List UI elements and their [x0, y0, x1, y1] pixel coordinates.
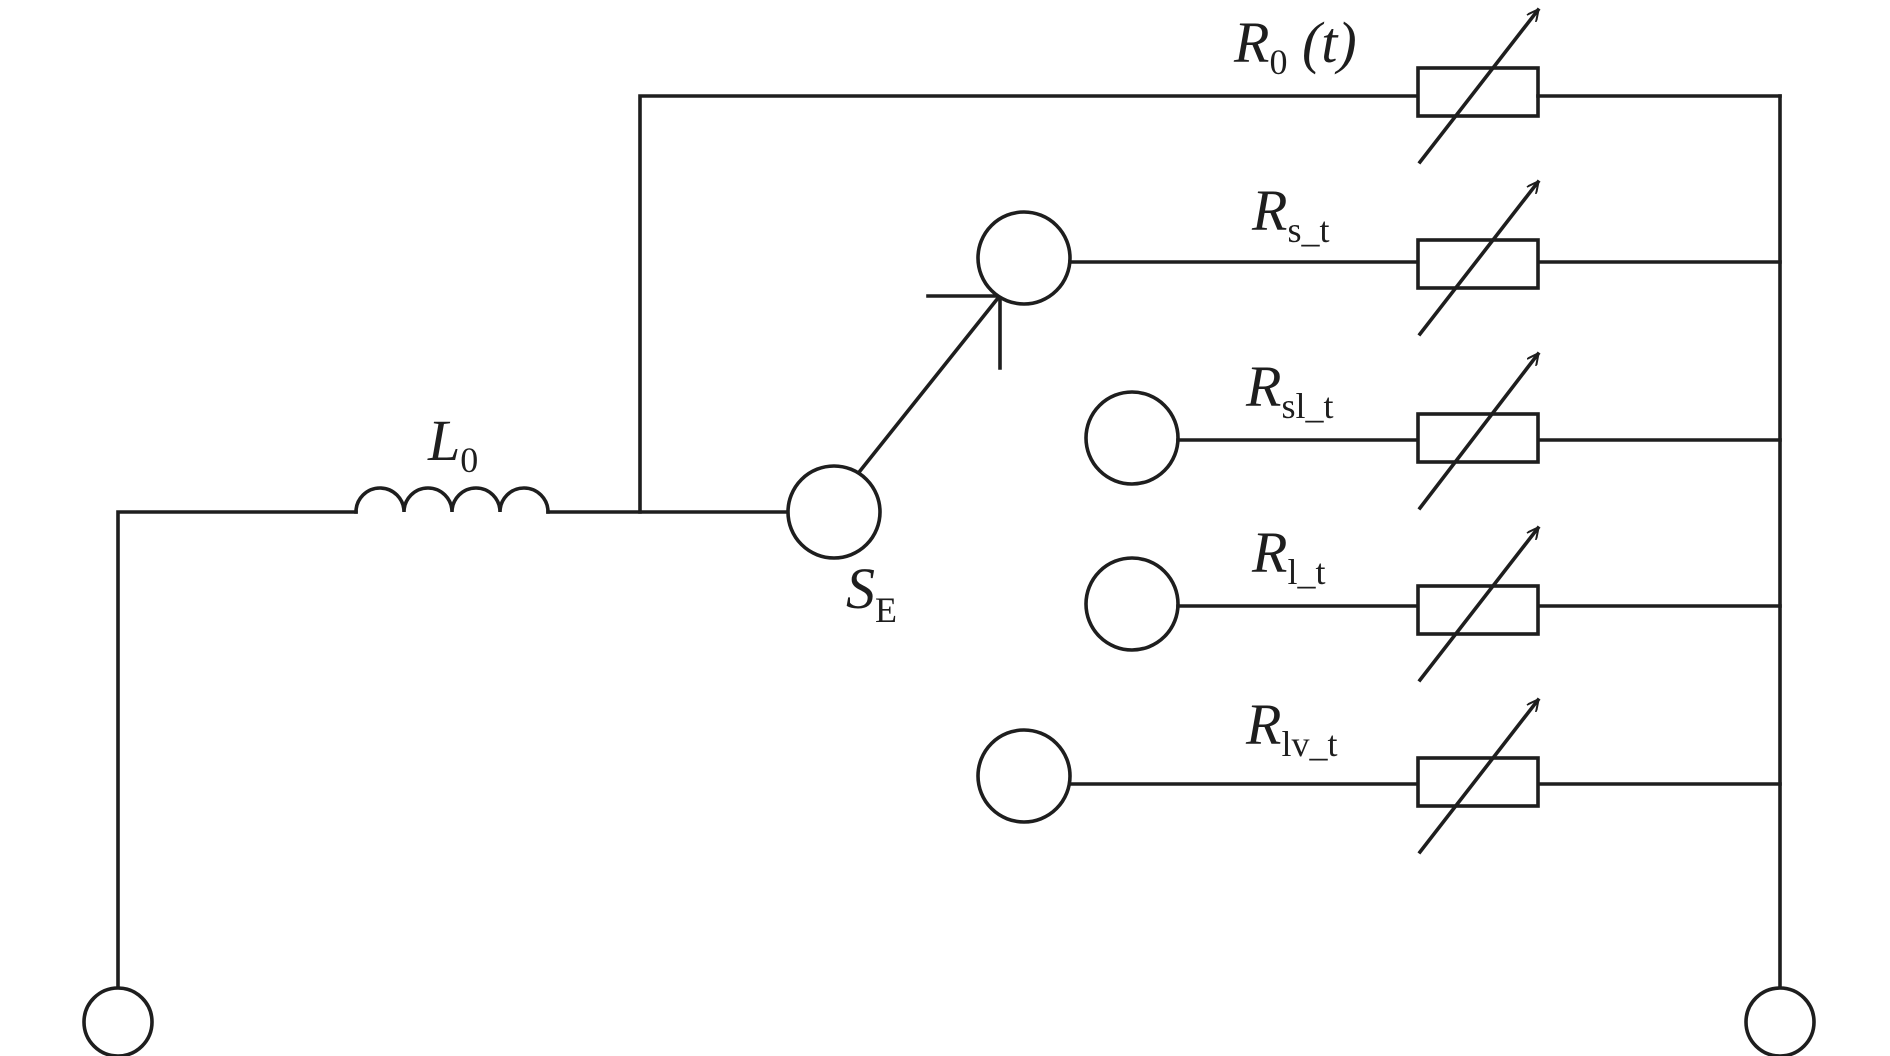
rs-label: Rs_t [1251, 178, 1329, 250]
resistor-rl [1416, 528, 1541, 683]
left-terminal-wire [116, 510, 358, 995]
right-terminal [1744, 986, 1816, 1056]
contact-rlv [976, 728, 1072, 824]
switch-blade [857, 290, 1005, 474]
rsl-label: Rsl_t [1245, 354, 1333, 426]
inductor-l0 [354, 486, 550, 514]
switch-pivot [786, 464, 882, 560]
contact-rl [1084, 556, 1180, 652]
rl-label: Rl_t [1251, 520, 1325, 592]
resistor-rs [1416, 182, 1541, 337]
contact-rs [976, 210, 1072, 306]
contact-rsl [1084, 390, 1180, 486]
switch-arrow-icon [926, 294, 1002, 370]
inductor-label: L0 [427, 408, 478, 480]
resistor-r0 [1416, 10, 1541, 165]
switch-feed-wire [546, 94, 1420, 514]
switch-label: SE [846, 556, 897, 630]
resistor-rlv [1416, 700, 1541, 855]
left-terminal [82, 986, 154, 1056]
rlv-label: Rlv_t [1245, 692, 1337, 764]
resistor-rsl [1416, 354, 1541, 511]
r0-label: R0 (t) [1233, 10, 1357, 82]
